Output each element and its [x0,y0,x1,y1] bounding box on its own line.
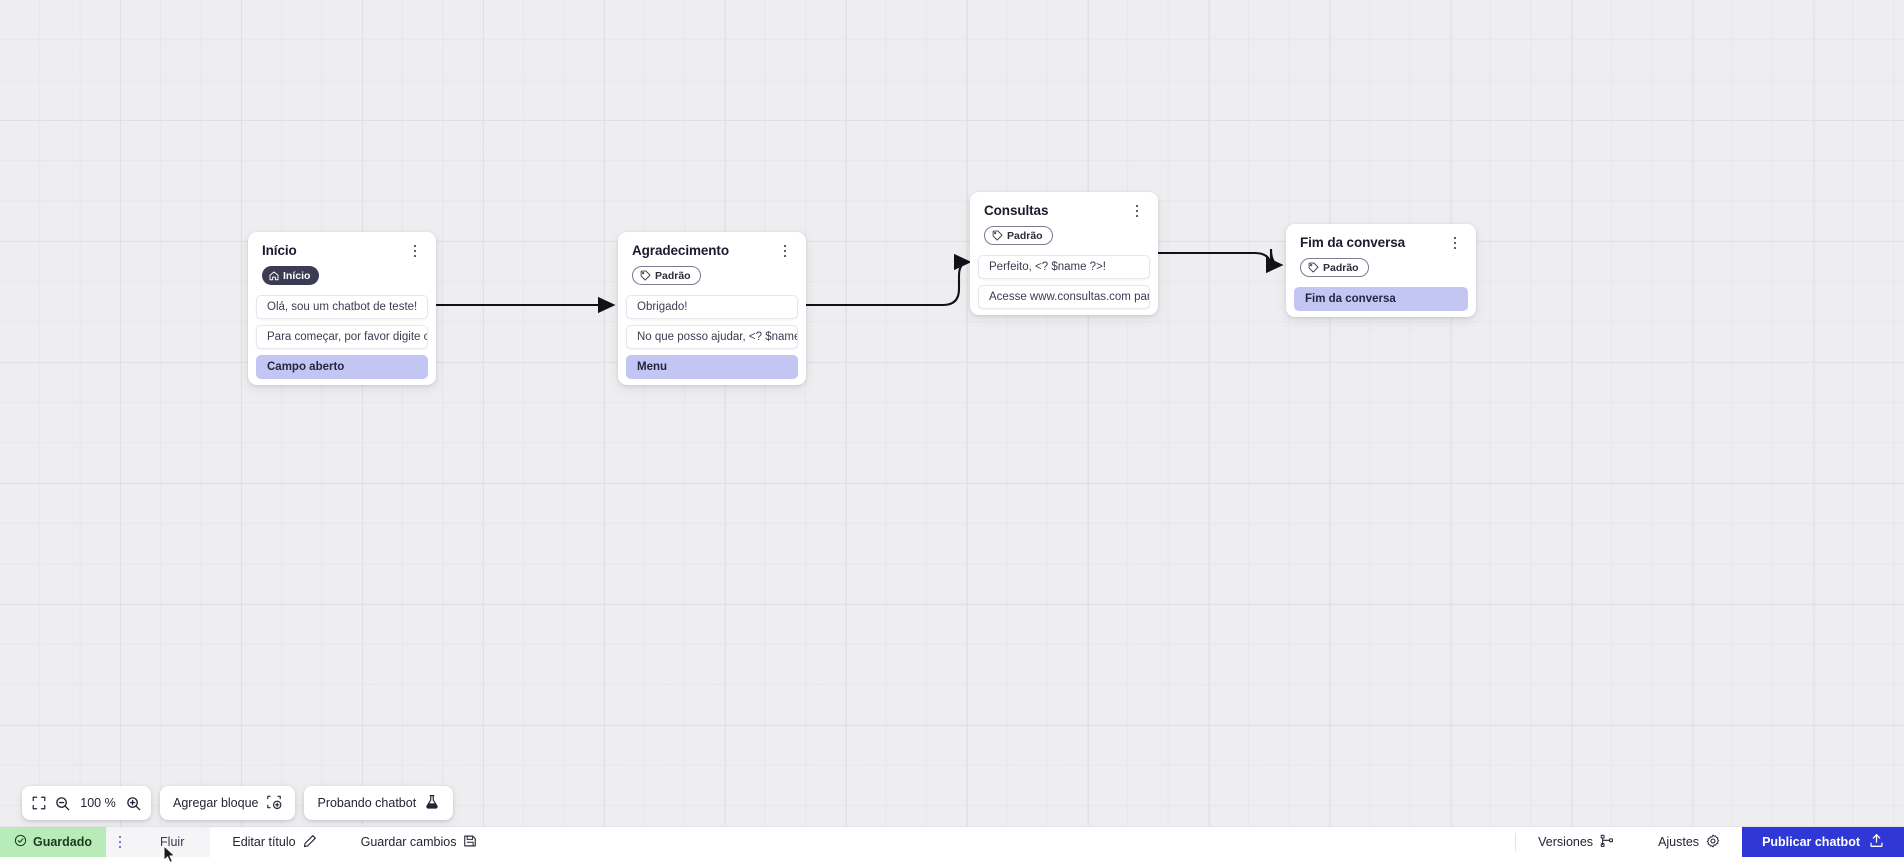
tag-icon [992,230,1003,241]
branch-icon [1600,834,1614,851]
zoom-level-value: 100 % [79,796,117,810]
home-icon [269,271,279,281]
node-menu-button[interactable] [407,242,423,260]
flow-canvas[interactable]: Início Início Olá, sou um chatbot de tes… [0,0,1904,826]
node-rows: Olá, sou um chatbot de teste! Para começ… [248,295,436,379]
fit-screen-icon[interactable] [32,796,46,810]
flow-node-agradecimento[interactable]: Agradecimento Padrão Obrigado! No que po… [618,232,806,385]
node-row[interactable]: Campo aberto [256,355,428,379]
node-header: Fim da conversa [1286,224,1476,252]
node-row[interactable]: Para começar, por favor digite o ... [256,325,428,349]
kebab-menu-icon[interactable] [106,827,134,857]
node-badge-row: Padrão [1286,252,1476,287]
tag-icon [1308,262,1319,273]
edge-consultas-fim [1158,249,1281,268]
node-row[interactable]: Olá, sou um chatbot de teste! [256,295,428,319]
node-row[interactable]: No que posso ajudar, <? $name ... [626,325,798,349]
floppy-disk-icon [463,834,477,851]
publish-label: Publicar chatbot [1762,835,1860,849]
node-header: Consultas [970,192,1158,220]
node-menu-button[interactable] [1447,234,1463,252]
settings-button[interactable]: Ajustes [1636,827,1742,857]
versions-label: Versiones [1538,835,1593,849]
versions-button[interactable]: Versiones [1516,827,1636,857]
test-chatbot-label: Probando chatbot [317,796,416,810]
edit-title-button[interactable]: Editar título [210,827,338,857]
save-changes-button[interactable]: Guardar cambios [339,827,500,857]
connector-layer [0,0,1904,826]
node-rows: Fim da conversa [1286,287,1476,311]
flow-node-fim-da-conversa[interactable]: Fim da conversa Padrão Fim da conversa [1286,224,1476,317]
node-header: Agradecimento [618,232,806,260]
flask-icon [424,794,440,813]
node-menu-button[interactable] [1129,202,1145,220]
test-chatbot-button[interactable]: Probando chatbot [317,794,440,813]
node-badge-label: Início [283,270,310,282]
node-menu-button[interactable] [777,242,793,260]
settings-label: Ajustes [1658,835,1699,849]
flow-label: Fluir [160,835,184,849]
node-title: Agradecimento [632,243,729,259]
node-title: Início [262,243,297,259]
add-block-icon [266,794,282,813]
flow-node-consultas[interactable]: Consultas Padrão Perfeito, <? $name ?>! … [970,192,1158,315]
edge-agradecimento-consultas [805,262,969,305]
node-badge-padrao: Padrão [632,266,701,285]
node-badge-padrao: Padrão [1300,258,1369,277]
node-row[interactable]: Fim da conversa [1294,287,1468,311]
node-badge-row: Padrão [618,260,806,295]
test-chatbot-group[interactable]: Probando chatbot [304,786,453,820]
node-title: Consultas [984,203,1048,219]
node-badge-label: Padrão [1323,262,1359,274]
add-block-button[interactable]: Agregar bloque [173,794,282,813]
node-row[interactable]: Perfeito, <? $name ?>! [978,255,1150,279]
node-row[interactable]: Acesse www.consultas.com par... [978,285,1150,309]
canvas-toolbar: 100 % Agregar bloque Probando chatbot [22,786,453,820]
node-badge-padrao: Padrão [984,226,1053,245]
gear-icon [1706,834,1720,851]
node-rows: Perfeito, <? $name ?>! Acesse www.consul… [970,255,1158,309]
node-row[interactable]: Obrigado! [626,295,798,319]
statusbar-spacer [499,827,1515,857]
tag-icon [640,270,651,281]
zoom-out-icon[interactable] [55,796,70,811]
add-block-group[interactable]: Agregar bloque [160,786,295,820]
node-badge-label: Padrão [1007,230,1043,242]
node-badge-inicio: Início [262,266,319,285]
flow-tab[interactable]: Fluir [134,827,210,857]
publish-chatbot-button[interactable]: Publicar chatbot [1742,827,1904,857]
add-block-label: Agregar bloque [173,796,258,810]
node-badge-row: Padrão [970,220,1158,255]
flow-node-inicio[interactable]: Início Início Olá, sou um chatbot de tes… [248,232,436,385]
node-header: Início [248,232,436,260]
node-rows: Obrigado! No que posso ajudar, <? $name … [618,295,806,379]
node-title: Fim da conversa [1300,235,1405,251]
node-row[interactable]: Menu [626,355,798,379]
edit-title-label: Editar título [232,835,295,849]
saved-label: Guardado [33,835,92,849]
status-bar: Guardado Fluir Editar título Guardar cam… [0,826,1904,857]
zoom-in-icon[interactable] [126,796,141,811]
zoom-controls-group: 100 % [22,786,151,820]
node-badge-row: Início [248,260,436,295]
upload-icon [1869,833,1884,851]
pencil-icon [303,834,317,851]
node-badge-label: Padrão [655,270,691,282]
saved-status-badge: Guardado [0,827,106,857]
check-circle-icon [14,834,27,850]
save-changes-label: Guardar cambios [361,835,457,849]
